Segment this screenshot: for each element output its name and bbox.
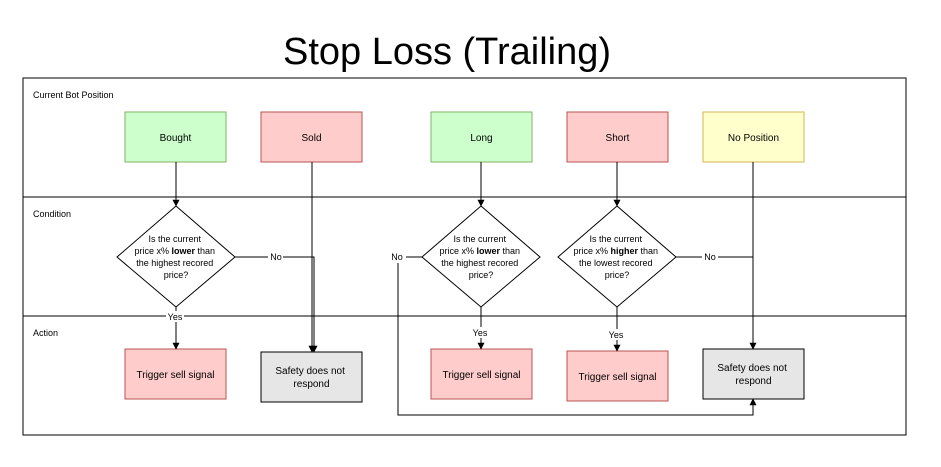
edge-bought-no — [235, 256, 318, 353]
edge-long-yes-label: Yes — [473, 328, 488, 338]
condition-bought-diamond — [116, 205, 236, 308]
action-trigger-bought-box — [124, 348, 227, 400]
condition-short-diamond — [557, 205, 677, 308]
action-trigger-bought-label: Trigger sell signal — [137, 370, 215, 381]
condition-long-text: Is the current price x% lower than the h… — [439, 234, 522, 280]
lane-label-action: Action — [33, 328, 58, 338]
lane-label-position: Current Bot Position — [33, 90, 114, 100]
position-sold-label: Sold — [301, 133, 321, 144]
edge-short-yes-label: Yes — [609, 330, 624, 340]
position-long-box — [430, 111, 533, 163]
action-safety-none-text: Safety does not respond — [717, 363, 789, 387]
edge-bought-no-label: No — [270, 252, 282, 262]
position-short-label: Short — [606, 133, 630, 144]
position-none-box — [702, 111, 805, 163]
lane-action — [22, 315, 907, 436]
edge-short-yes-bg — [607, 329, 625, 340]
position-bought-box — [124, 111, 227, 163]
action-trigger-long-box — [430, 348, 533, 400]
lane-label-condition: Condition — [33, 209, 71, 219]
edge-short-no-label: No — [704, 252, 716, 262]
edge-long-no-label: No — [391, 252, 403, 262]
position-none-label: No Position — [728, 133, 779, 144]
condition-short-text: Is the current price x% higher than the … — [573, 234, 660, 280]
edge-bought-yes-bg — [166, 311, 184, 322]
position-bought-label: Bought — [160, 133, 192, 144]
action-safety-none-box — [702, 348, 805, 400]
action-safety-sold-text: Safety does not respond — [275, 366, 347, 390]
edge-long-yes-bg — [471, 327, 489, 338]
edge-bought-no-bg — [268, 252, 283, 263]
action-trigger-short-label: Trigger sell signal — [579, 372, 657, 383]
diagram-title: Stop Loss (Trailing) — [283, 31, 611, 73]
edge-short-no-bg — [702, 252, 718, 263]
action-trigger-long-label: Trigger sell signal — [443, 370, 521, 381]
condition-bought-text: Is the current price x% lower than the h… — [134, 234, 217, 280]
condition-long-diamond — [421, 205, 541, 308]
position-long-label: Long — [470, 133, 492, 144]
edge-long-no-bg — [389, 252, 406, 263]
action-safety-sold-box — [260, 351, 363, 403]
position-short-box — [566, 111, 669, 163]
edge-bought-yes-label: Yes — [168, 312, 183, 322]
